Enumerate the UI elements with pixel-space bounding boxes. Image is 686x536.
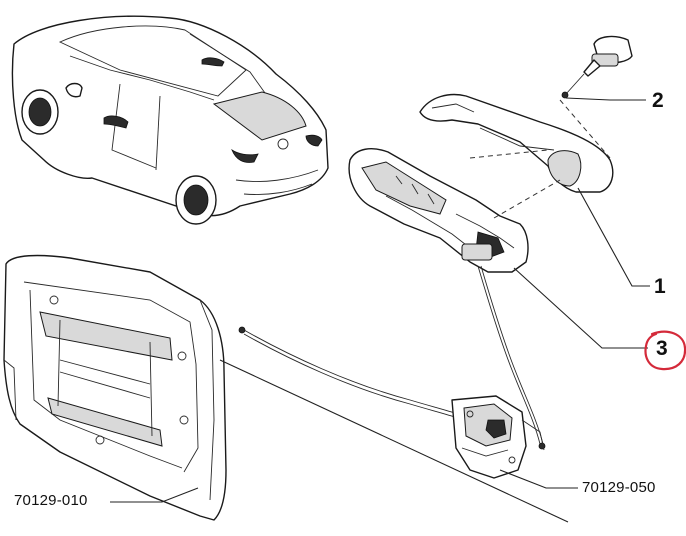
leader-3 [513, 267, 648, 349]
leader-1 [577, 187, 650, 287]
leader-door-to-bottom [219, 359, 569, 523]
inner-cable [243, 329, 459, 415]
assembly-line-grip [493, 179, 561, 219]
leader-70129-050 [499, 469, 578, 489]
handle-bracket [348, 148, 529, 273]
leader-70129-010 [110, 487, 199, 503]
inner-cable-outer [243, 333, 459, 419]
assembly-line-cylinder [559, 99, 611, 159]
door-latch [451, 395, 545, 479]
lock-cylinder [561, 35, 633, 99]
outer-handle-grip [419, 93, 614, 193]
assembly-line-grip-upper [469, 149, 549, 159]
part-code-70129-050: 70129-050 [582, 479, 656, 496]
part-code-70129-010: 70129-010 [14, 492, 88, 509]
callout-2: 2 [652, 89, 664, 112]
cable-end-right [538, 442, 546, 450]
callout-3: 3 [656, 337, 668, 360]
car-illustration [11, 15, 329, 225]
callout-1: 1 [654, 275, 666, 298]
release-cable [477, 265, 541, 445]
release-cable-inner [480, 265, 544, 445]
leader-2 [565, 97, 646, 101]
callout-3-highlight [644, 330, 686, 371]
door-frame [3, 254, 227, 521]
cable-end-left [238, 326, 246, 334]
